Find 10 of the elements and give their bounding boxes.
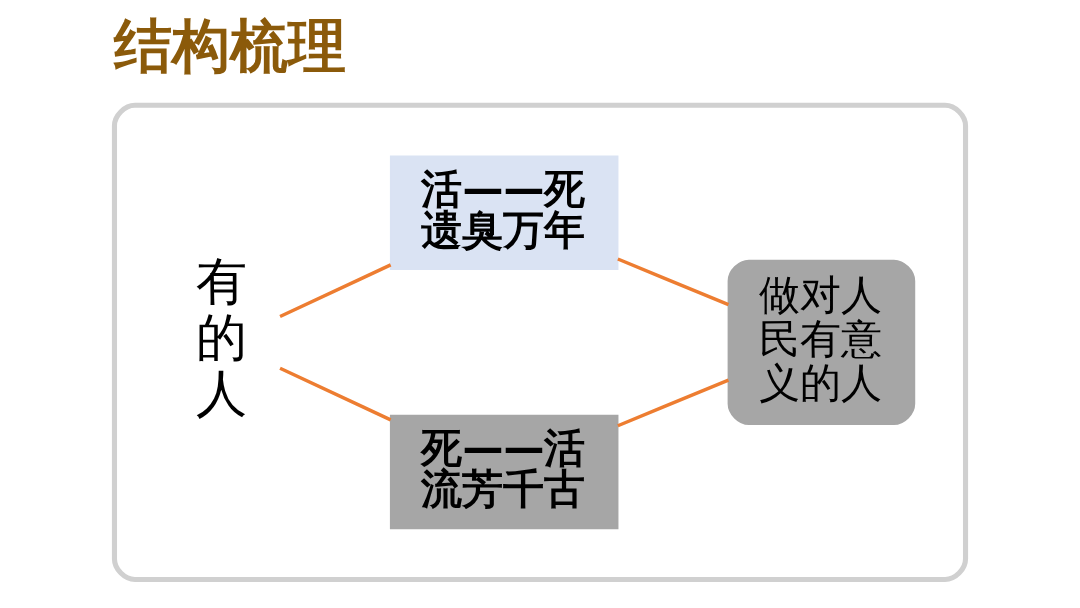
node-text: 有的人 bbox=[196, 251, 248, 424]
node-box: 活——死 遗臭万年 bbox=[389, 155, 619, 270]
cluster bbox=[111, 102, 969, 582]
diagram-title: 结构梳理 bbox=[114, 12, 347, 81]
connector bbox=[617, 257, 730, 307]
connector bbox=[279, 263, 392, 318]
node-box: 做对人民有意义的人 bbox=[727, 259, 916, 426]
connector bbox=[279, 366, 392, 422]
connector bbox=[617, 378, 730, 428]
node-box: 死——活 流芳千古 bbox=[389, 414, 619, 530]
